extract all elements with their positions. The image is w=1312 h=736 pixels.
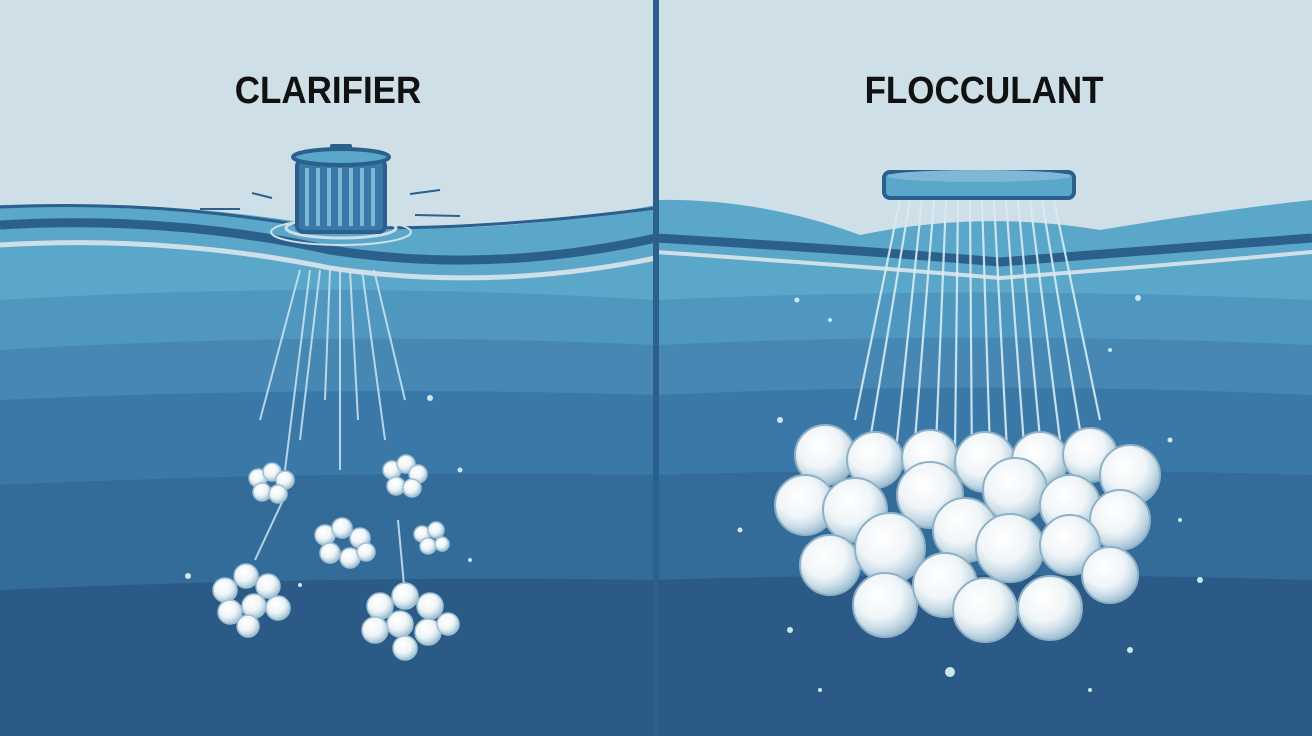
left-water bbox=[0, 203, 657, 736]
flocculant-title: FLOCCULANT bbox=[864, 70, 1104, 112]
flocculant-large-cluster bbox=[774, 424, 1161, 643]
clarifier-canister-icon bbox=[200, 144, 461, 586]
clarifier-small-clusters bbox=[212, 454, 460, 661]
clarifier-title: CLARIFIER bbox=[234, 70, 422, 112]
right-bubbles bbox=[737, 295, 1203, 692]
flocculant-dispenser-icon bbox=[853, 170, 1102, 471]
panel-divider bbox=[653, 0, 659, 736]
left-bubbles bbox=[185, 395, 472, 587]
